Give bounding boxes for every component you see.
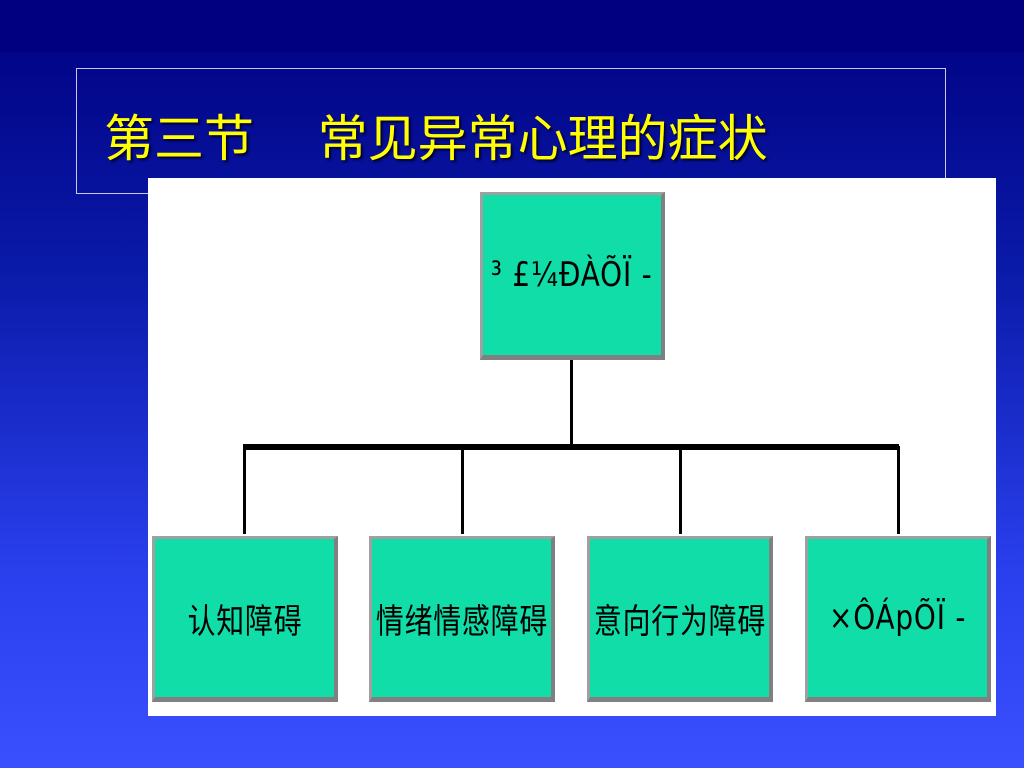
child-node-emotional: 情绪情感障碍 bbox=[369, 536, 555, 702]
child-node-label: 意向行为障碍 bbox=[593, 601, 766, 642]
child-connector-4 bbox=[897, 446, 900, 534]
diagram-panel: ³ £¼ÐÀÕÏ - 认知障碍 情绪情感障碍 意向行为障碍 ×ÔÁpÕÏ - bbox=[148, 178, 996, 716]
slide-title: 第三节 常见异常心理的症状 bbox=[104, 110, 768, 168]
child-connector-3 bbox=[679, 446, 682, 534]
child-node-self-awareness: ×ÔÁpÕÏ - bbox=[805, 536, 991, 702]
top-band bbox=[0, 0, 1024, 52]
root-node: ³ £¼ÐÀÕÏ - bbox=[480, 192, 665, 360]
child-connector-2 bbox=[461, 446, 464, 534]
root-connector bbox=[570, 360, 573, 446]
child-node-label: 情绪情感障碍 bbox=[375, 601, 548, 642]
child-node-behavioral: 意向行为障碍 bbox=[587, 536, 773, 702]
child-node-label: ×ÔÁpÕÏ - bbox=[828, 598, 967, 638]
child-node-cognitive: 认知障碍 bbox=[152, 536, 338, 702]
child-node-label: 认知障碍 bbox=[187, 601, 302, 642]
child-connector-1 bbox=[243, 446, 246, 534]
horizontal-bus bbox=[243, 444, 899, 450]
root-node-label: ³ £¼ÐÀÕÏ - bbox=[491, 255, 653, 295]
